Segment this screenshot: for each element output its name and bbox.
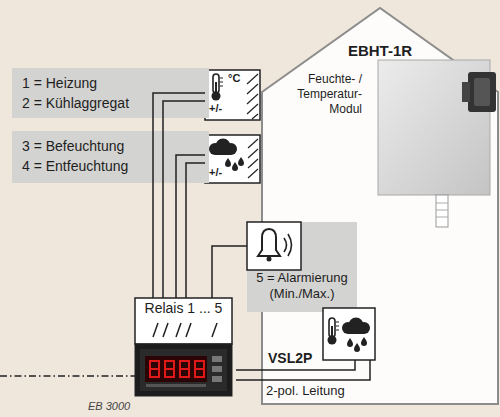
node-text: 4 = Entfeuchtung — [22, 158, 209, 174]
sensor-module — [378, 60, 496, 227]
node-text: 2 = Kühlaggregat — [22, 95, 209, 111]
icon-box: +/- — [205, 135, 264, 183]
cable-line — [0, 375, 135, 377]
legend-box: 3 = Befeuchtung 4 = Entfeuchtung — [12, 131, 209, 183]
node-text: +/- — [209, 102, 264, 115]
wire — [212, 246, 247, 298]
wire — [186, 163, 205, 298]
node-title: 3 = Befeuchtung — [22, 138, 209, 154]
controller-device — [135, 298, 232, 396]
node-title: +/- — [209, 166, 264, 179]
wire — [176, 155, 205, 298]
node-title: 1 = Heizung — [22, 75, 209, 91]
sensor-icon — [323, 308, 375, 360]
controller-box: Relais 1 ... 5 — [135, 298, 236, 396]
node-title: Relais 1 ... 5 — [135, 300, 232, 316]
node-title: EBHT-1R — [340, 42, 420, 59]
house-outline — [262, 8, 498, 404]
cable-name: VSL2P — [268, 350, 312, 366]
device-name: EB 3000 — [88, 400, 130, 412]
legend-box: 1 = Heizung 2 = Kühlaggregat — [12, 68, 209, 118]
wire — [163, 101, 205, 298]
node-title: °C — [228, 72, 264, 85]
alarm-box: 5 = Alarmierung (Min./Max.) — [247, 222, 359, 312]
alarm-panel — [247, 222, 357, 312]
node-title: 5 = Alarmierung (Min./Max.) — [249, 270, 355, 302]
node-text: Feuchte- / Temperatur-Modul — [280, 72, 362, 117]
cable-note: 2-pol. Leitung — [266, 383, 345, 398]
wire — [153, 93, 205, 298]
icon-box: °C +/- — [205, 70, 264, 120]
bell-icon — [247, 222, 301, 270]
module-area: EBHT-1R Feuchte- / Temperatur-Modul — [280, 38, 495, 360]
